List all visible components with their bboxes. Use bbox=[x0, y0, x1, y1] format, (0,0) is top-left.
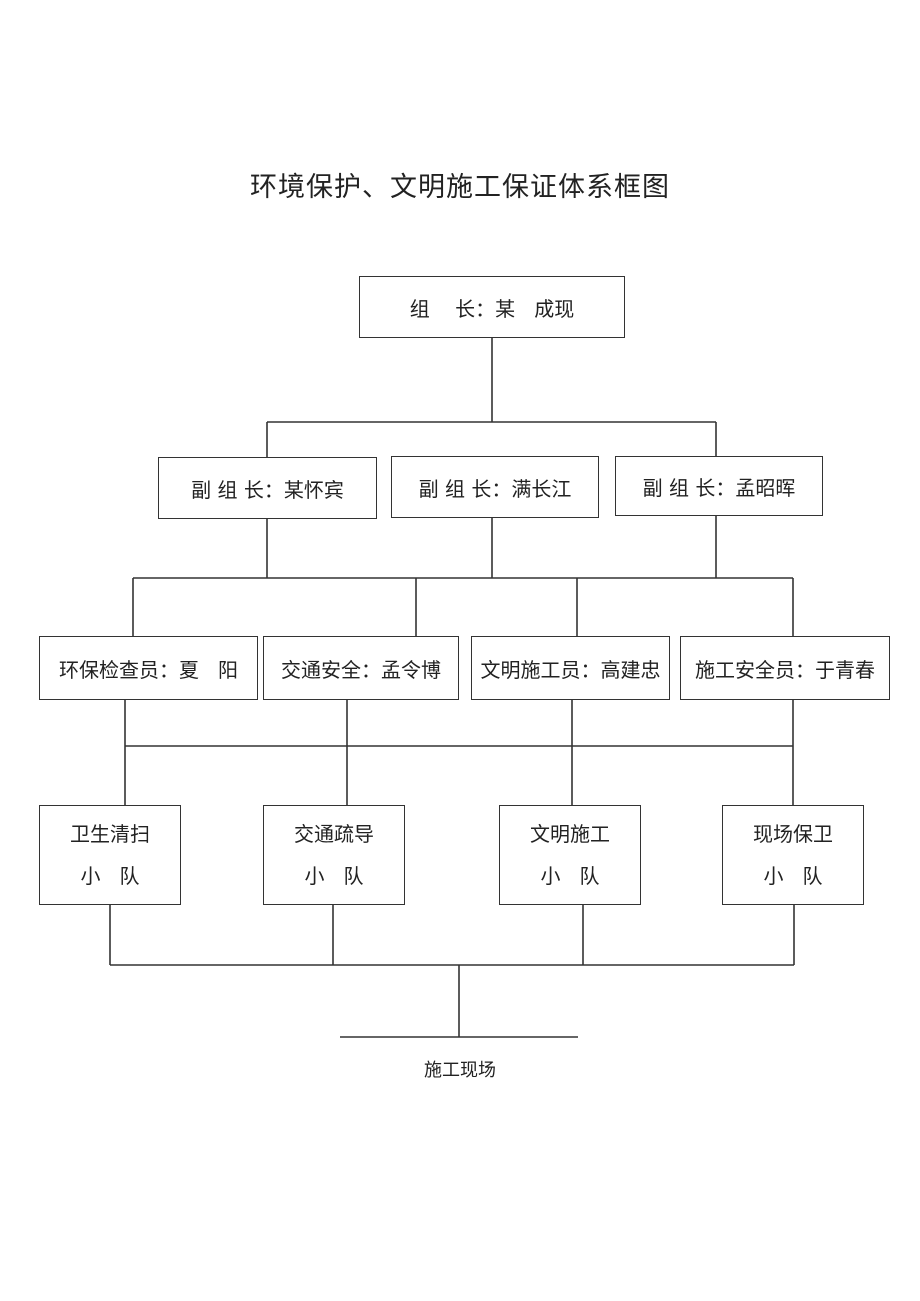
leader-box: 组 长：某 成现 bbox=[359, 276, 625, 338]
site-label: 施工现场 bbox=[424, 1060, 496, 1081]
team-box-sanitation: 卫生清扫 小 队 bbox=[39, 805, 181, 905]
team-name: 文明施工 bbox=[530, 822, 610, 846]
team-name: 交通疏导 bbox=[294, 822, 374, 846]
deputy-box-1: 副 组 长：某怀宾 bbox=[158, 457, 377, 519]
team-name: 卫生清扫 bbox=[70, 822, 150, 846]
team-unit: 小 队 bbox=[304, 864, 364, 888]
officer-box-4: 施工安全员：于青春 bbox=[680, 636, 890, 700]
officer-box-1: 环保检查员：夏 阳 bbox=[39, 636, 258, 700]
deputy-box-2: 副 组 长：满长江 bbox=[391, 456, 599, 518]
team-unit: 小 队 bbox=[540, 864, 600, 888]
team-box-civilized-construction: 文明施工 小 队 bbox=[499, 805, 641, 905]
officer-box-2: 交通安全：孟令博 bbox=[263, 636, 459, 700]
team-unit: 小 队 bbox=[763, 864, 823, 888]
team-box-site-security: 现场保卫 小 队 bbox=[722, 805, 864, 905]
officer-box-3: 文明施工员：高建忠 bbox=[471, 636, 670, 700]
team-box-traffic: 交通疏导 小 队 bbox=[263, 805, 405, 905]
team-unit: 小 队 bbox=[80, 864, 140, 888]
diagram-title: 环境保护、文明施工保证体系框图 bbox=[250, 172, 670, 203]
deputy-box-3: 副 组 长：孟昭晖 bbox=[615, 456, 823, 516]
team-name: 现场保卫 bbox=[753, 822, 833, 846]
